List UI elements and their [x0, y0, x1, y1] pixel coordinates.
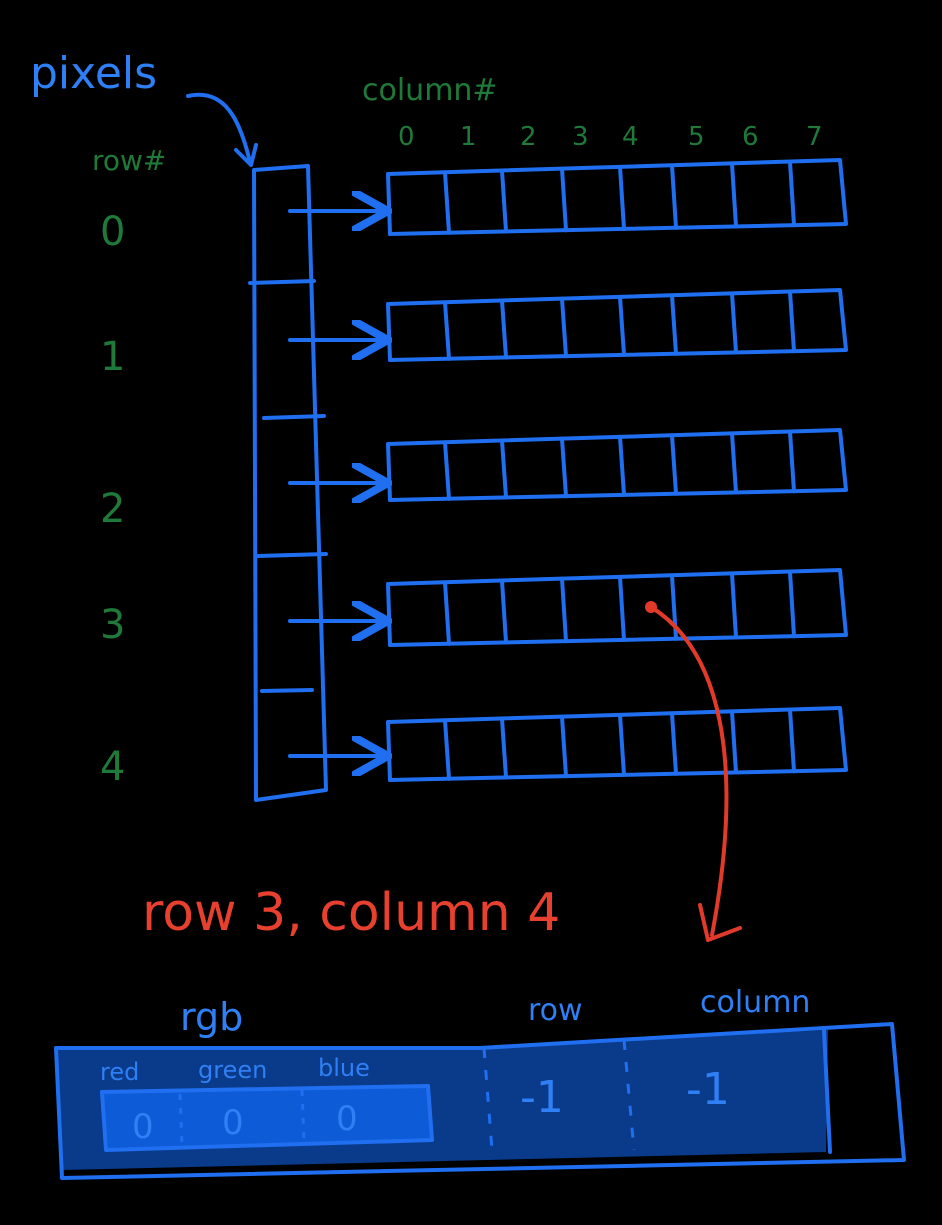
column-header-label: column#	[362, 73, 498, 108]
cell-divider	[560, 576, 568, 644]
cell-divider	[500, 168, 508, 234]
cell-divider	[443, 718, 451, 781]
cell-divider	[788, 159, 796, 228]
rgb-fill	[102, 1086, 432, 1150]
row-arrays	[288, 158, 848, 782]
row-pointer-array	[248, 164, 328, 802]
blue-channel-label: blue	[318, 1054, 370, 1082]
record-divider	[822, 1028, 832, 1154]
row-number: 1	[100, 334, 125, 380]
column-number: 7	[806, 122, 823, 152]
row-array-outline	[386, 706, 848, 782]
row-array-outline	[386, 428, 848, 502]
row-array	[288, 288, 848, 362]
row-pointer-divider	[256, 552, 328, 558]
cell-divider	[500, 438, 508, 500]
row-number: 3	[100, 602, 125, 648]
row-field-label: row	[528, 993, 583, 1028]
row-pointer-divider	[248, 279, 316, 285]
selection-arrow	[649, 605, 729, 937]
pixels-pointer-arrow	[186, 92, 252, 164]
green-channel-value: 0	[222, 1103, 244, 1143]
column-number: 3	[572, 122, 589, 152]
cell-divider	[730, 571, 738, 640]
pixel-record: red green blue 0 0 0 -1 -1	[54, 1022, 906, 1180]
row-number: 4	[100, 744, 125, 790]
row-number: 0	[100, 209, 125, 255]
cell-divider	[788, 707, 796, 774]
cell-divider	[618, 434, 626, 497]
row-field-value: -1	[520, 1072, 564, 1123]
cell-divider	[500, 298, 508, 360]
cell-divider	[560, 166, 568, 233]
rgb-divider-dashed	[178, 1093, 184, 1147]
row-array	[288, 706, 848, 782]
cell-divider	[443, 580, 451, 646]
row-array	[288, 158, 848, 236]
cell-divider	[670, 433, 678, 496]
cell-divider	[500, 716, 508, 780]
pixels-pointer-arrowhead	[234, 143, 258, 167]
column-number: 0	[398, 122, 415, 152]
column-field-label: column	[700, 985, 810, 1020]
cell-divider	[560, 436, 568, 499]
row-header-label: row#	[92, 144, 166, 177]
red-channel-label: red	[100, 1058, 139, 1086]
record-outline	[54, 1022, 906, 1180]
column-number-labels: 0 1 2 3 4 5 6 7	[398, 122, 823, 152]
row-array-outline	[386, 568, 848, 647]
cell-divider	[618, 164, 626, 231]
cell-divider	[560, 714, 568, 779]
cell-divider	[730, 431, 738, 495]
cell-divider	[618, 574, 626, 642]
cell-divider	[443, 170, 451, 235]
cell-divider	[500, 578, 508, 645]
cell-divider	[670, 293, 678, 356]
blue-channel-value: 0	[336, 1099, 358, 1139]
row-number: 2	[100, 486, 125, 532]
cell-divider	[788, 289, 796, 354]
column-number: 2	[520, 122, 537, 152]
rgb-divider-dashed	[300, 1089, 306, 1145]
column-number: 4	[622, 122, 639, 152]
row-pointer-divider	[262, 414, 326, 420]
cell-divider	[560, 296, 568, 359]
rgb-outline	[100, 1084, 434, 1152]
cell-divider	[443, 300, 451, 361]
green-channel-label: green	[198, 1056, 267, 1084]
cell-divider	[618, 712, 626, 777]
row-array-outline	[386, 158, 848, 236]
column-number: 1	[460, 122, 477, 152]
row-array	[288, 428, 848, 502]
cell-divider	[788, 569, 796, 639]
cell-divider	[670, 163, 678, 230]
row-number-labels: 0 1 2 3 4	[100, 209, 125, 790]
row-array	[288, 568, 848, 647]
pixels-label: pixels	[30, 48, 157, 99]
record-divider-dashed	[622, 1039, 636, 1151]
cell-divider	[730, 291, 738, 355]
cell-divider	[670, 711, 678, 776]
row-pointer-array-outline	[252, 164, 328, 802]
selection-arrowhead	[698, 903, 742, 942]
cell-divider	[730, 161, 738, 229]
column-number: 5	[688, 122, 705, 152]
record-divider-dashed	[482, 1047, 494, 1151]
column-field-value: -1	[686, 1064, 730, 1115]
cell-divider	[618, 294, 626, 357]
row-pointer-divider	[260, 688, 314, 693]
cell-divider	[788, 429, 796, 494]
rgb-label: rgb	[180, 995, 243, 1039]
cell-divider	[730, 709, 738, 775]
red-channel-value: 0	[132, 1107, 154, 1147]
cell-divider	[443, 440, 451, 501]
column-number: 6	[742, 122, 759, 152]
selection-caption: row 3, column 4	[142, 883, 560, 943]
row-array-outline	[386, 288, 848, 362]
